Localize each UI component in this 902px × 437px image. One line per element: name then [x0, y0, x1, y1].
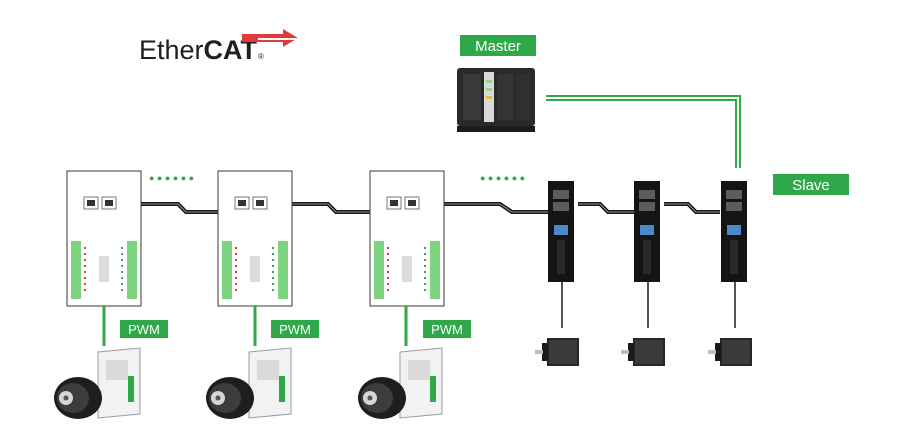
servo-motor-icon	[206, 377, 254, 419]
servo-motor-icon	[54, 377, 102, 419]
stepper-motor-icon	[621, 338, 665, 366]
ethercat-io-module-icon	[217, 170, 293, 307]
logo-arrow-icon	[242, 29, 298, 47]
pwm-driver-icon	[399, 347, 443, 419]
motor-cables	[561, 282, 736, 328]
pwm-label: PWM	[271, 320, 319, 338]
master-label: Master	[460, 35, 536, 56]
stepper-motor-icon	[535, 338, 579, 366]
ethercat-logo: EtherCAT ®	[139, 29, 298, 65]
master-label-text: Master	[475, 38, 521, 55]
slave-label-text: Slave	[792, 177, 830, 194]
continuation-dots-left: ● ● ● ● ● ●	[149, 173, 194, 183]
stepper-motor-icon	[708, 338, 752, 366]
pwm-label-text: PWM	[431, 322, 463, 337]
master-uplink-cable	[546, 95, 741, 168]
pwm-label-text: PWM	[128, 322, 160, 337]
pwm-label-text: PWM	[279, 322, 311, 337]
continuation-dots-right: ● ● ● ● ● ●	[480, 173, 525, 183]
servo-motor-icon	[358, 377, 406, 419]
pwm-label: PWM	[120, 320, 168, 338]
plc-controller-icon	[457, 68, 535, 132]
logo-text-regular: Ether	[139, 35, 204, 65]
slave-label: Slave	[773, 174, 849, 195]
logo-registered-mark: ®	[258, 52, 264, 61]
pwm-driver-icon	[248, 347, 292, 419]
stepper-drive-icon	[634, 181, 660, 282]
stepper-drive-icon	[548, 181, 574, 282]
ethercat-io-module-icon	[369, 170, 445, 307]
svg-text:EtherCAT: EtherCAT	[139, 35, 258, 65]
pwm-driver-icon	[97, 347, 141, 419]
pwm-links	[102, 306, 408, 346]
stepper-drive-icon	[721, 181, 747, 282]
network-cables	[141, 202, 720, 214]
ethercat-io-module-icon	[66, 170, 142, 307]
pwm-label: PWM	[423, 320, 471, 338]
